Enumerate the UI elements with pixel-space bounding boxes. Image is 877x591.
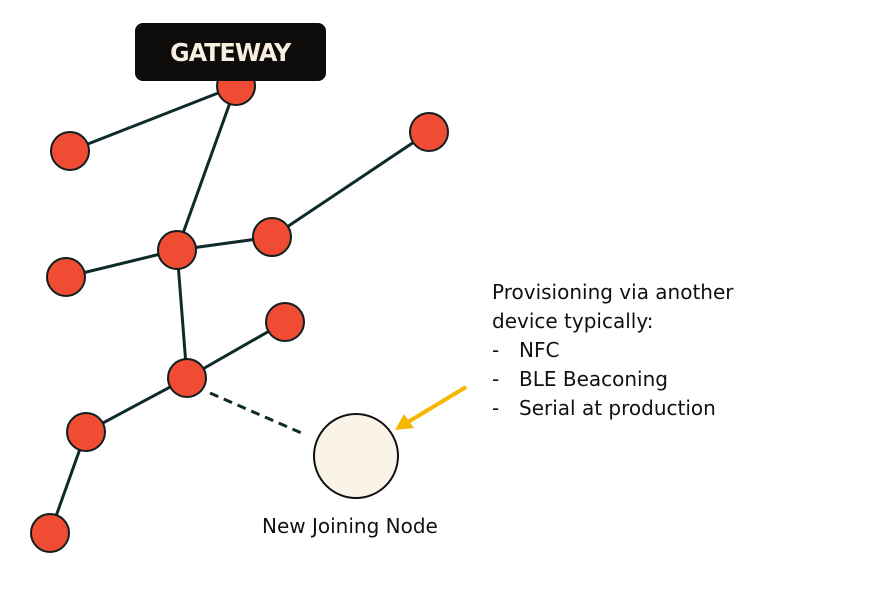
info-heading-line-2: device typically: (492, 309, 654, 333)
new-joining-node[interactable] (313, 413, 399, 499)
mesh-link-n3-n7 (175, 249, 189, 379)
mesh-link-gw-n1 (69, 84, 237, 153)
mesh-node[interactable] (30, 513, 70, 553)
info-item: -BLE Beaconing (492, 365, 734, 394)
gateway-label: GATEWAY (170, 37, 291, 67)
pending-connection-dashed-line (209, 391, 307, 437)
mesh-node[interactable] (167, 358, 207, 398)
mesh-link-n4-n2 (271, 130, 430, 239)
mesh-node[interactable] (50, 131, 90, 171)
info-item-text: Serial at production (519, 396, 716, 420)
new-joining-node-label: New Joining Node (262, 514, 438, 538)
mesh-link-gw-n3 (175, 85, 238, 251)
bullet-dash: - (492, 367, 500, 391)
mesh-node[interactable] (66, 412, 106, 452)
mesh-node[interactable] (46, 257, 86, 297)
gateway-box[interactable]: GATEWAY (135, 23, 326, 81)
pointer-arrow (395, 385, 468, 430)
info-item: -Serial at production (492, 394, 734, 423)
mesh-node[interactable] (409, 112, 449, 152)
info-item-text: BLE Beaconing (519, 367, 668, 391)
info-heading-line-1: Provisioning via another (492, 280, 734, 304)
info-item-text: NFC (519, 338, 560, 362)
mesh-node[interactable] (252, 217, 292, 257)
bullet-dash: - (492, 396, 500, 420)
mesh-node[interactable] (157, 230, 197, 270)
bullet-dash: - (492, 338, 500, 362)
info-item: -NFC (492, 336, 734, 365)
mesh-node[interactable] (265, 302, 305, 342)
provisioning-info: Provisioning via another device typicall… (492, 278, 734, 423)
